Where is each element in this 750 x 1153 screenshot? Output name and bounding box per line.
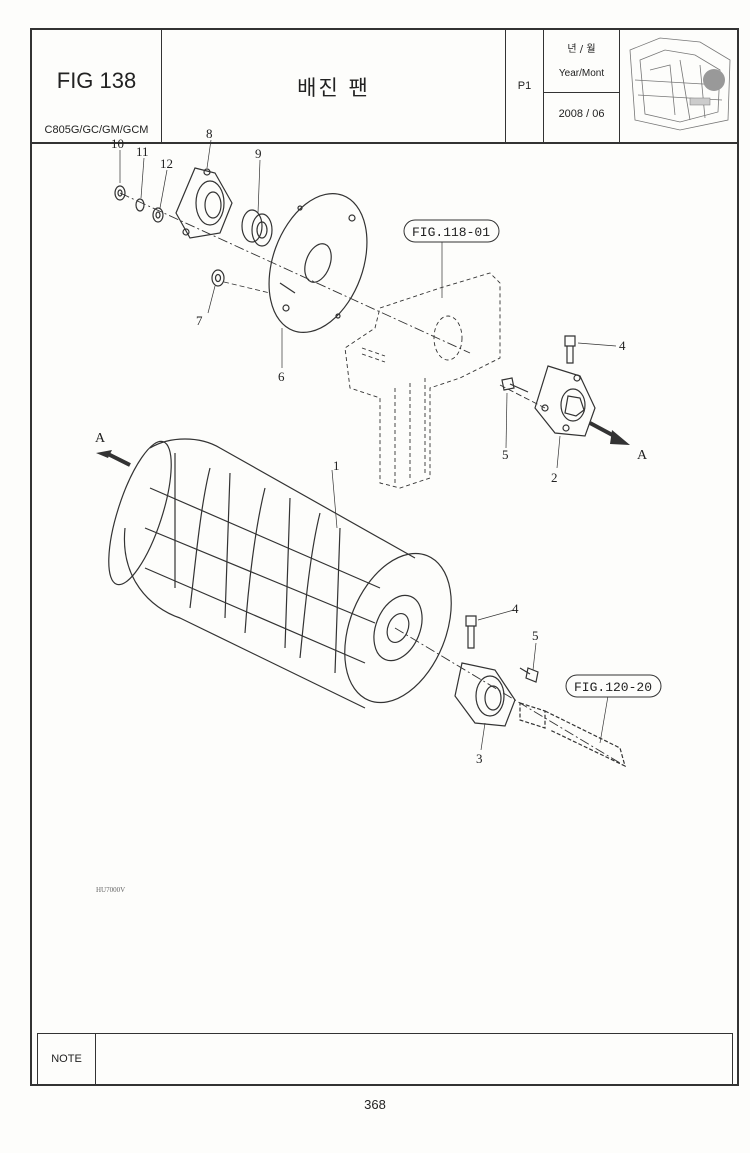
section-label-right: A <box>637 448 648 463</box>
year-month-en: Year/Mont <box>558 68 605 79</box>
fan-drum-part <box>108 438 452 709</box>
bearing-flange-part <box>534 365 596 437</box>
callout-number: 3 <box>476 751 483 766</box>
bearing-flange-part <box>454 662 516 727</box>
fig-ref-1: FIG.118-01 <box>412 225 490 240</box>
callout-number: 5 <box>532 628 539 643</box>
callout-number: 9 <box>255 146 262 161</box>
nut-part <box>114 185 126 201</box>
fig-ref-2: FIG.120-20 <box>574 680 652 695</box>
callout-number: 10 <box>111 136 124 151</box>
page-frame: FIG 138 C805G/GC/GM/GCM 배진 팬 P1 년 / 월 Ye… <box>30 28 739 1086</box>
fig-cell: FIG 138 C805G/GC/GM/GCM <box>32 30 162 142</box>
fig-label: FIG 138 <box>56 68 137 93</box>
bearing-housing-part <box>175 167 233 239</box>
exploded-diagram: FIG.118-01 FIG.120-20 1 2 3 4 4 5 5 6 7 … <box>95 126 662 894</box>
machine-thumbnail <box>629 37 731 131</box>
fig-reference-callout: FIG.120-20 <box>565 674 662 698</box>
callout-number: 8 <box>206 126 213 141</box>
section-arrow-left-icon <box>96 450 131 467</box>
bolt-part <box>501 377 529 393</box>
callout-number: 7 <box>196 313 203 328</box>
date-cell: 년 / 월 Year/Mont 2008 / 06 <box>544 30 620 142</box>
bearing-part <box>241 209 273 247</box>
page-title: 배진 팬 <box>297 76 370 100</box>
washer-part <box>135 198 145 212</box>
section-arrow-right-icon <box>589 421 630 445</box>
drawing-code: HU7000V <box>96 886 125 894</box>
callout-number: 11 <box>136 144 149 159</box>
note-row: NOTE <box>37 1033 733 1085</box>
frame-bracket-reference <box>344 272 501 489</box>
date-value: 2008 / 06 <box>558 108 605 120</box>
section-label-left: A <box>95 431 106 446</box>
fig-reference-callout: FIG.118-01 <box>403 219 500 243</box>
title-block: FIG 138 C805G/GC/GM/GCM 배진 팬 P1 년 / 월 Ye… <box>32 30 737 144</box>
page-code: P1 <box>517 80 532 92</box>
year-month-kr: 년 / 월 <box>567 44 596 55</box>
callout-number: 5 <box>502 447 509 462</box>
bolt-part <box>564 335 576 364</box>
callout-number: 4 <box>512 601 519 616</box>
spacer-part <box>211 269 271 294</box>
highlight-dot-icon <box>703 69 725 91</box>
page-number: 368 <box>364 1097 386 1112</box>
bolt-part <box>465 615 477 649</box>
shaft-reference <box>519 702 626 768</box>
washer-part <box>152 207 164 223</box>
callout-number: 2 <box>551 470 558 485</box>
callout-number: 1 <box>333 458 340 473</box>
fan-disc-part <box>268 193 368 333</box>
note-label: NOTE <box>38 1034 96 1084</box>
callout-number: 6 <box>278 369 285 384</box>
date-divider <box>544 92 619 93</box>
callout-number: 4 <box>619 338 626 353</box>
bolt-part <box>519 667 539 683</box>
model-list: C805G/GC/GM/GCM <box>44 124 149 136</box>
page-cell: P1 <box>506 30 544 142</box>
callout-number: 12 <box>160 156 173 171</box>
title-cell: 배진 팬 <box>162 30 506 142</box>
